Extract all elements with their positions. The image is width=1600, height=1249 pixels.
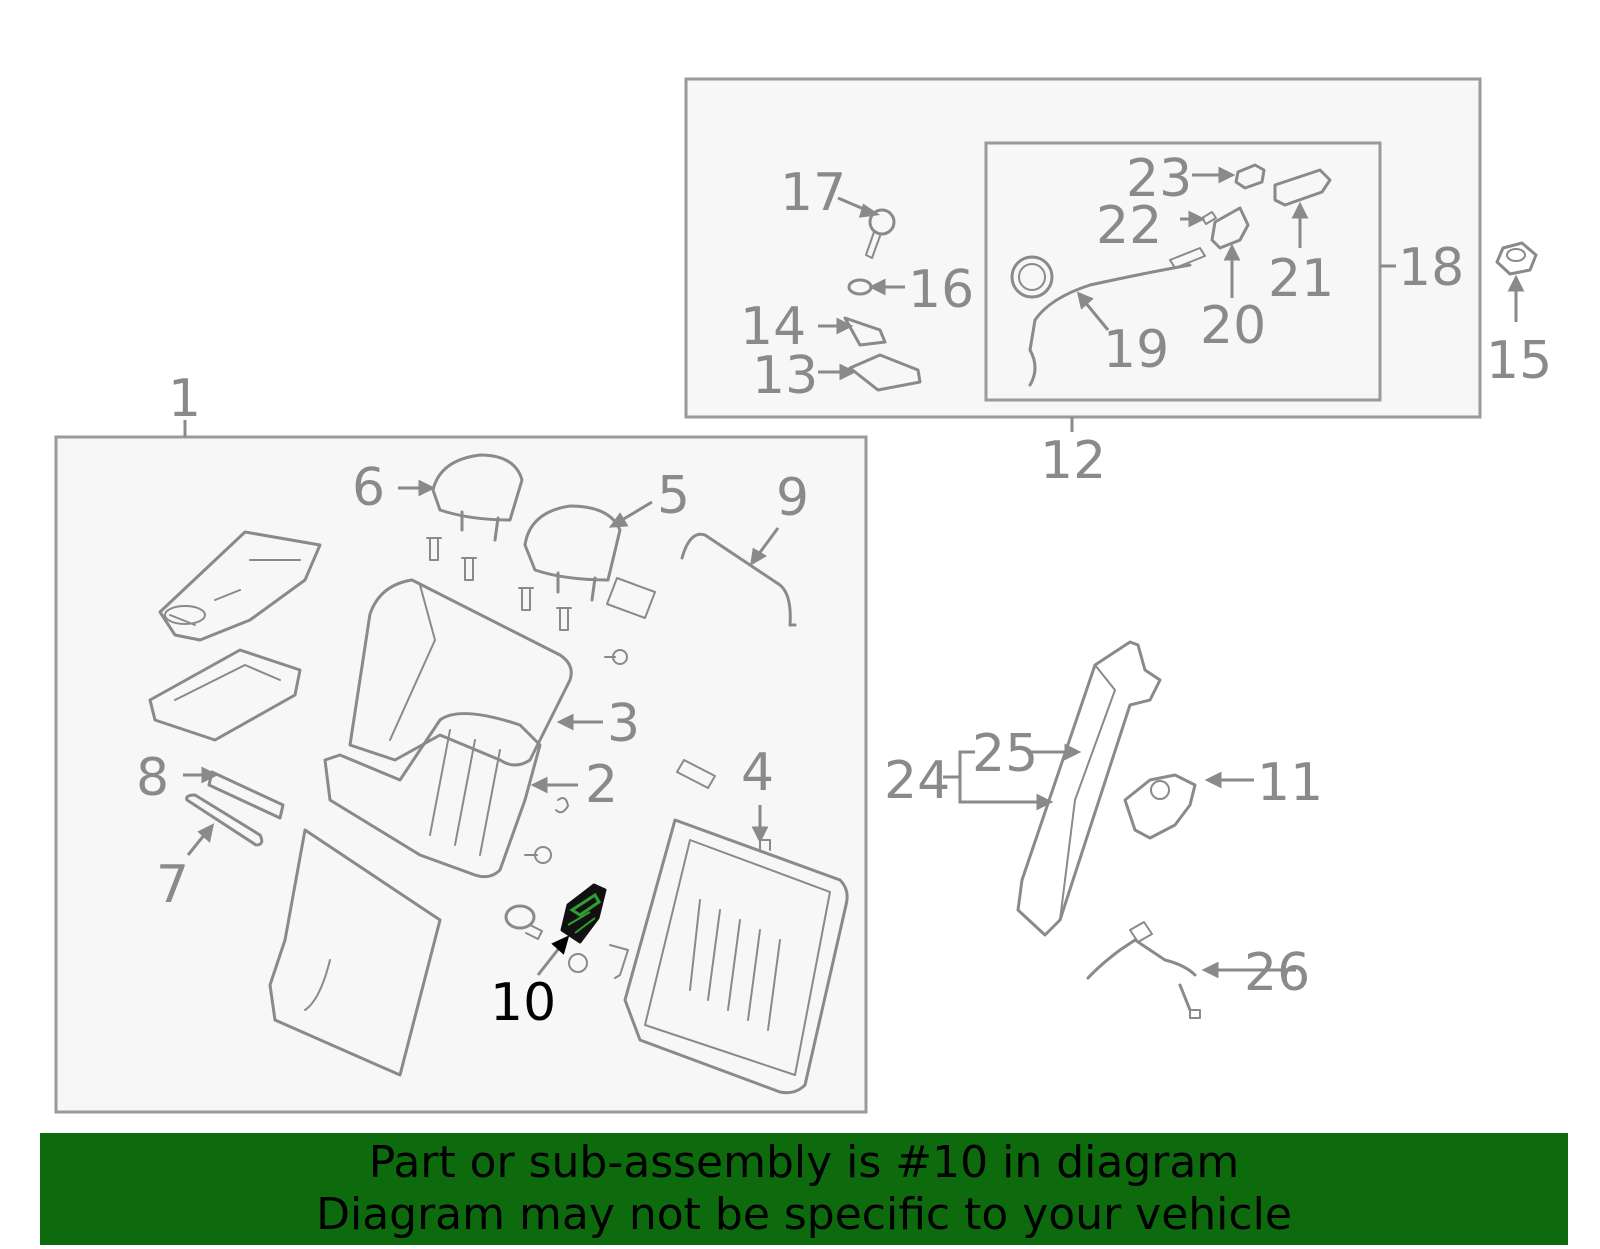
callout-15: 15	[1486, 331, 1552, 391]
armrest-cupholder	[158, 530, 322, 642]
callout-25: 25	[972, 724, 1038, 784]
part-26-wire-harness[interactable]	[1086, 921, 1201, 1019]
callout-14: 14	[740, 297, 806, 357]
part-14-clip[interactable]	[843, 316, 887, 347]
callout-17: 17	[780, 163, 846, 223]
headrest-guides	[426, 537, 572, 631]
banner-line-1: Part or sub-assembly is #10 in diagram	[368, 1137, 1240, 1188]
part-21-handle[interactable]	[1273, 168, 1332, 207]
callout-6: 6	[352, 458, 385, 518]
callout-20: 20	[1200, 296, 1266, 356]
part-3-seat-back-pad[interactable]	[348, 578, 573, 767]
callout-16: 16	[908, 260, 974, 320]
part-17-screw[interactable]	[865, 208, 896, 259]
callout-11: 11	[1257, 753, 1323, 813]
banner-line-2: Diagram may not be specific to your vehi…	[316, 1189, 1292, 1240]
callout-7: 7	[156, 855, 189, 915]
part-25-side-trim[interactable]	[1016, 640, 1162, 937]
callout-23: 23	[1126, 149, 1192, 209]
callout-1: 1	[168, 369, 201, 429]
callout-3: 3	[607, 694, 640, 754]
part-22-clip[interactable]	[1201, 211, 1217, 225]
part-11-bracket[interactable]	[1123, 773, 1197, 840]
label-pad	[606, 577, 656, 619]
part-5-headrest[interactable]	[523, 504, 622, 602]
part-7-trim[interactable]	[185, 793, 264, 847]
callout-21: 21	[1268, 249, 1334, 309]
callout-24: 24	[884, 751, 950, 811]
leader-lines	[183, 166, 1525, 979]
part-23-pad[interactable]	[1234, 163, 1266, 190]
callout-12: 12	[1040, 431, 1106, 491]
seat-back-board	[268, 828, 442, 1077]
part-9-rod[interactable]	[680, 532, 797, 627]
callout-19: 19	[1103, 320, 1169, 380]
part-6-headrest[interactable]	[431, 453, 524, 542]
part-19-release-cable[interactable]	[1010, 247, 1206, 387]
part-10-hinge-cover[interactable]	[560, 883, 607, 944]
part-2-seat-back-cover[interactable]	[323, 712, 542, 879]
part-4-seat-back-frame[interactable]	[623, 818, 849, 1095]
part-13-lever-bracket[interactable]	[848, 353, 922, 392]
callout-18: 18	[1398, 238, 1464, 298]
part-8-bracket[interactable]	[207, 770, 285, 820]
bushings	[504, 904, 629, 979]
callout-8: 8	[136, 748, 169, 808]
callout-26: 26	[1244, 943, 1310, 1003]
fasteners	[524, 649, 716, 864]
info-banner: Part or sub-assembly is #10 in diagram D…	[40, 1133, 1568, 1245]
callout-10[interactable]: 10	[490, 973, 556, 1033]
callout-4: 4	[741, 743, 774, 803]
armrest-base	[148, 648, 302, 742]
callout-9: 9	[776, 468, 809, 528]
callout-2: 2	[585, 755, 618, 815]
callout-13: 13	[752, 346, 818, 406]
part-20-latch[interactable]	[1210, 206, 1250, 250]
callout-5: 5	[657, 466, 690, 526]
part-15-nut[interactable]	[1495, 241, 1538, 276]
callout-22: 22	[1096, 196, 1162, 256]
